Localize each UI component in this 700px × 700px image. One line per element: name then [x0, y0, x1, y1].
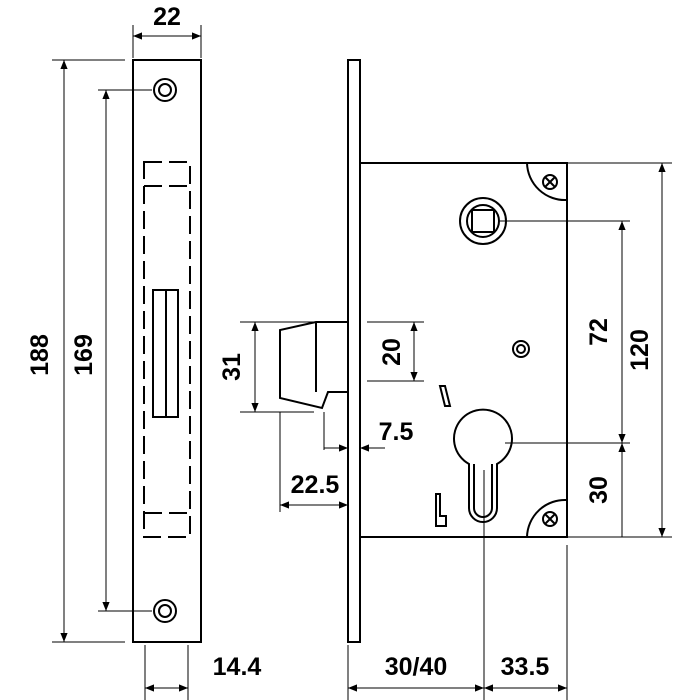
- cylinder-cutout-inner: [473, 464, 493, 518]
- dim-label-72: 72: [585, 318, 613, 346]
- dim-label-33-5: 33.5: [501, 653, 550, 681]
- dim-label-20: 20: [378, 338, 406, 366]
- faceplate-screw-top-outer: [153, 78, 177, 102]
- dim-label-30: 30: [585, 476, 613, 504]
- small-hook: [435, 493, 447, 527]
- dim-label-31: 31: [218, 353, 246, 381]
- dim-label-169: 169: [70, 334, 98, 376]
- rivet-outer: [512, 340, 530, 358]
- case-screw-bottom-icon: [542, 511, 558, 527]
- dim-label-30-40: 30/40: [385, 653, 448, 681]
- dim-label-22: 22: [153, 3, 181, 31]
- lock-body: [279, 59, 568, 643]
- faceplate-screw-top-inner: [158, 83, 172, 97]
- cylinder-cutout: [453, 408, 513, 523]
- spindle-square-hole: [471, 209, 495, 233]
- faceplate-inner-slot: [143, 161, 191, 538]
- dim-label-188: 188: [26, 334, 54, 376]
- dimension-labels: 22 188 169 31 20 72 120 30 22.5 7.5 14.4…: [26, 3, 654, 681]
- forend-strip: [347, 59, 361, 643]
- dimension-lines: [52, 25, 672, 700]
- dim-label-120: 120: [626, 329, 654, 371]
- dim-label-7-5: 7.5: [379, 418, 414, 446]
- faceplate-outline: [132, 59, 202, 643]
- dim-label-22-5: 22.5: [291, 471, 340, 499]
- spindle-hub-inner: [466, 204, 500, 238]
- case-corner-bottom: [525, 498, 568, 538]
- rivet-inner: [516, 344, 526, 354]
- lock-case: [360, 162, 568, 538]
- faceplate-screw-bottom-inner: [158, 604, 172, 618]
- case-corner-top: [525, 162, 568, 202]
- case-screw-top-icon: [542, 174, 558, 190]
- small-slot: [438, 385, 452, 407]
- dim-label-14-4: 14.4: [213, 653, 262, 681]
- faceplate: [132, 59, 202, 643]
- faceplate-screw-bottom-outer: [153, 599, 177, 623]
- latch-bolt: [279, 321, 348, 410]
